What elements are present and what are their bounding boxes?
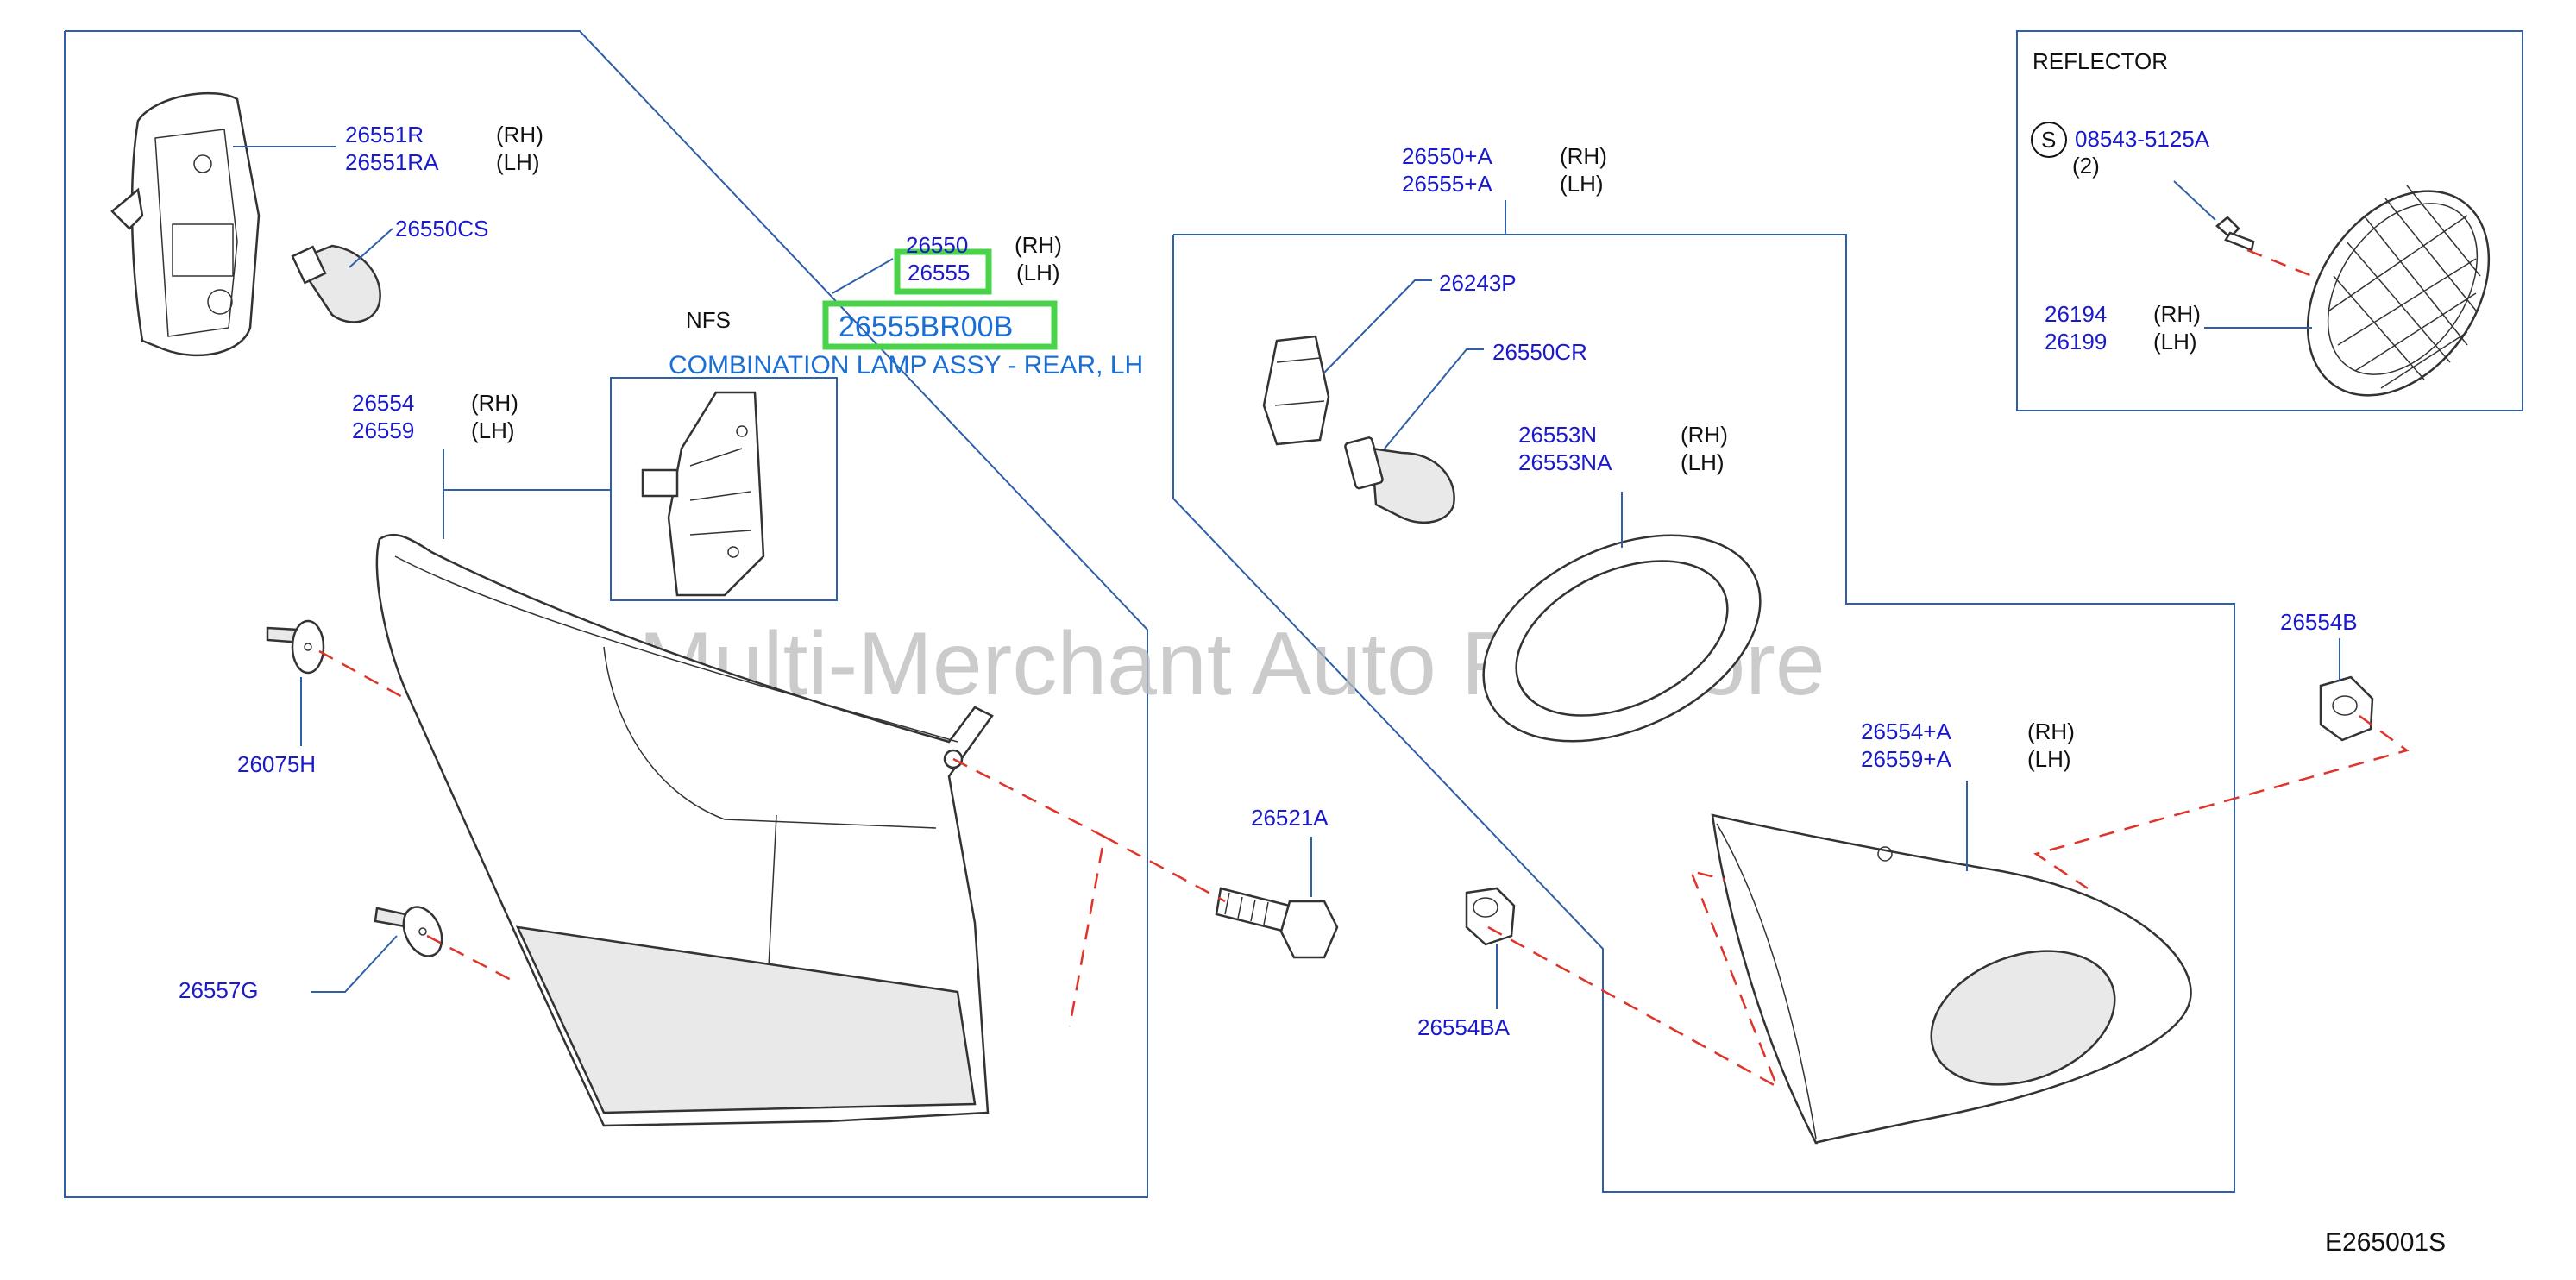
part-26559a[interactable]: 26559+A [1861, 746, 1951, 772]
selected-part-number[interactable]: 26555BR00B [839, 311, 1013, 343]
bulb-26550cs-illustration [291, 244, 381, 323]
part-26554[interactable]: 26554 [352, 390, 414, 416]
part-26553na[interactable]: 26553NA [1518, 449, 1612, 475]
side-rh: (RH) [2027, 718, 2075, 744]
side-lh: (LH) [471, 417, 515, 443]
side-lh: (LH) [1560, 171, 1604, 197]
clip-26075h-illustration [266, 619, 325, 675]
part-26553n[interactable]: 26553N [1518, 422, 1597, 448]
part-26075h[interactable]: 26075H [237, 751, 316, 777]
bracket-illustration [641, 391, 765, 597]
part-26521a[interactable]: 26521A [1251, 805, 1329, 831]
part-08543-5125a[interactable]: 08543-5125A [2075, 126, 2210, 152]
part-26551ra[interactable]: 26551RA [345, 149, 439, 175]
bulb-26550cr-illustration [1344, 436, 1455, 524]
side-lh: (LH) [1016, 260, 1060, 285]
side-rh: (RH) [471, 390, 518, 416]
side-rh: (RH) [496, 122, 543, 147]
part-26557g[interactable]: 26557G [179, 977, 259, 1003]
socket-26243p-illustration [1262, 335, 1330, 446]
side-lh: (LH) [496, 149, 540, 175]
part-26199[interactable]: 26199 [2045, 329, 2107, 355]
socket-plate-illustration [110, 91, 261, 357]
part-26550[interactable]: 26550 [906, 232, 968, 258]
nfs-label: NFS [686, 307, 731, 333]
side-lh: (LH) [2153, 329, 2197, 355]
bolt-26521a-illustration [1215, 887, 1339, 959]
part-26550a[interactable]: 26550+A [1402, 143, 1492, 169]
assembly-dash-lines [318, 248, 2410, 1089]
part-26554a[interactable]: 26554+A [1861, 718, 1951, 744]
screw-symbol-circle [2031, 122, 2067, 158]
clip-26557g-illustration [374, 906, 443, 957]
part-26194[interactable]: 26194 [2045, 301, 2107, 327]
highlight-26555 [894, 248, 992, 295]
part-26555[interactable]: 26555 [908, 260, 970, 285]
part-26243p[interactable]: 26243P [1439, 270, 1517, 296]
selected-part-description: COMBINATION LAMP ASSY - REAR, LH [669, 351, 1143, 380]
side-reflector-illustration [2306, 185, 2491, 397]
side-lh: (LH) [1681, 449, 1725, 475]
nut-26554ba-illustration [1465, 887, 1516, 946]
part-26555a[interactable]: 26555+A [1402, 171, 1492, 197]
part-26550cr[interactable]: 26550CR [1492, 339, 1587, 365]
part-26550cs[interactable]: 26550CS [395, 216, 488, 242]
side-rh: (RH) [2153, 301, 2201, 327]
reflector-title: REFLECTOR [2033, 48, 2168, 74]
part-26554b[interactable]: 26554B [2280, 609, 2358, 635]
part-26554ba[interactable]: 26554BA [1417, 1014, 1511, 1040]
part-26551r[interactable]: 26551R [345, 122, 424, 147]
part-26559[interactable]: 26559 [352, 417, 414, 443]
leader-lines [233, 146, 2340, 1009]
side-rh: (RH) [1681, 422, 1728, 448]
nut-26554b-illustration [2319, 675, 2374, 742]
side-rh: (RH) [1560, 143, 1607, 169]
screw-08543-illustration [2215, 216, 2255, 252]
screw-symbol: S [2041, 127, 2056, 153]
side-rh: (RH) [1015, 232, 1062, 258]
screw-qty: (2) [2072, 153, 2100, 179]
side-lh: (LH) [2027, 746, 2071, 772]
left-group-frame [64, 30, 1148, 1198]
gasket-26553n-illustration [1482, 534, 1762, 743]
reflector-box [2016, 30, 2523, 411]
inner-lamp-illustration [1711, 813, 2192, 1145]
right-group-frame [1172, 234, 2235, 1193]
rear-lens-illustration [375, 533, 994, 1127]
highlight-selected-part [822, 300, 1058, 350]
diagram-code: E265001S [2325, 1228, 2446, 1257]
